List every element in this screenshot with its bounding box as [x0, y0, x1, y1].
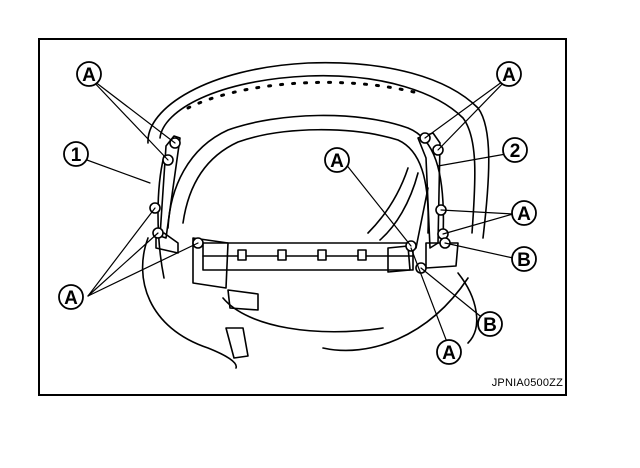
callout-one: 1 — [71, 145, 82, 166]
lower-panel — [141, 237, 478, 369]
callout-circle-b-bottom — [477, 311, 503, 337]
callout-a-right: A — [517, 204, 531, 225]
callout-circle-two — [502, 137, 528, 163]
cross-rail — [202, 242, 414, 271]
callout-circle-a-bottom — [436, 339, 462, 365]
hood-clip-line — [186, 80, 420, 110]
cluster-opening — [167, 114, 445, 239]
callout-a-top-left: A — [82, 65, 96, 86]
callout-circle-one — [63, 141, 89, 167]
callout-two: 2 — [510, 141, 521, 162]
figure-code: JPNIA0500ZZ — [491, 377, 563, 389]
callout-a-center: A — [330, 151, 344, 172]
callout-circle-a-top-right — [496, 61, 522, 87]
callouts — [58, 61, 537, 365]
callout-b-bottom: B — [483, 315, 497, 336]
callout-a-top-right: A — [502, 65, 516, 86]
screw-group-a — [149, 132, 449, 252]
leader-lines — [75, 75, 514, 351]
cluster-hood — [147, 61, 490, 279]
callout-circle-b-right — [511, 246, 537, 272]
callout-labels: A A 1 2 A A B A B A — [64, 65, 531, 364]
callout-b-right: B — [517, 250, 531, 271]
instrument-panel-illustration: A A 1 2 A A B A B A — [58, 61, 537, 369]
wire-harness — [367, 167, 429, 249]
callout-a-bottom-left: A — [64, 288, 78, 309]
callout-circle-a-center — [324, 147, 350, 173]
right-bracket — [387, 132, 459, 273]
callout-circle-a-bottom-left — [58, 284, 84, 310]
diagram-frame — [38, 38, 567, 396]
callout-circle-a-right — [511, 200, 537, 226]
callout-a-bottom: A — [442, 343, 456, 364]
callout-circle-a-top-left — [76, 61, 102, 87]
